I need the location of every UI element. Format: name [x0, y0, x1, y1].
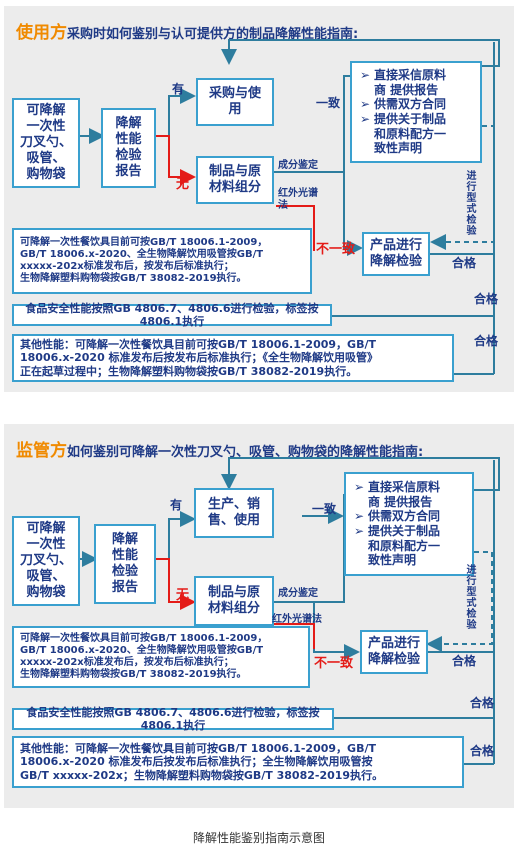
product-box: 可降解 一次性 刀叉勺、 吸管、 购物袋	[12, 98, 80, 188]
pass-label-2: 合格	[470, 696, 495, 710]
header-title: 如何鉴别可降解一次性刀叉勺、吸管、购物袋的降解性能指南:	[67, 445, 424, 460]
no-label: 无	[176, 177, 190, 192]
figure-caption: 降解性能鉴别指南示意图	[192, 831, 325, 845]
degradation-test-box: 产品进行 降解检验	[362, 232, 430, 276]
header-keyword: 使用方	[16, 23, 67, 43]
header-title: 采购时如何鉴别与认可提供方的制品降解性能指南:	[67, 27, 359, 42]
standards-note-box: 可降解一次性餐饮具目前可按GB/T 18006.1-2009， GB/T 180…	[12, 626, 310, 688]
inconsistent-label: 不一致	[316, 242, 356, 257]
component-id-label: 成分鉴定	[278, 160, 318, 171]
buyer-guide-panel: 使用方采购时如何鉴别与认可提供方的制品降解性能指南: 可降解 一次性 刀叉勺、 …	[4, 6, 514, 392]
composition-box: 制品与原 材料组分	[194, 576, 274, 626]
yes-label: 有	[172, 82, 185, 96]
option-item: ➢供需双方合同	[354, 509, 441, 524]
pass-label: 合格	[452, 256, 477, 270]
other-performance-box: 其他性能：可降解一次性餐饮具目前可按GB/T 18006.1-2009，GB/T…	[12, 736, 464, 788]
consistent-label: 一致	[316, 96, 341, 110]
pass-label-3: 合格	[474, 334, 499, 348]
pass-label-2: 合格	[474, 292, 499, 306]
option-item: ➢直接采信原料 商 提供报告	[360, 68, 447, 97]
component-id-label: 成分鉴定	[278, 588, 318, 599]
option-item: ➢直接采信原料 商 提供报告	[354, 480, 441, 509]
composition-box: 制品与原 材料组分	[196, 156, 274, 204]
panel-header: 监管方如何鉴别可降解一次性刀叉勺、吸管、购物袋的降解性能指南:	[16, 436, 423, 461]
consistent-label: 一致	[312, 502, 337, 516]
pass-label: 合格	[452, 654, 477, 668]
degradation-report-box: 降解 性能 检验 报告	[94, 524, 156, 604]
type-test-label: 进行型式检验	[464, 564, 475, 630]
product-box: 可降解 一次性 刀叉勺、 吸管、 购物袋	[12, 516, 80, 606]
panel-header: 使用方采购时如何鉴别与认可提供方的制品降解性能指南:	[16, 18, 358, 43]
option-item: ➢供需双方合同	[360, 97, 447, 112]
acceptance-options-box: ➢直接采信原料 商 提供报告 ➢供需双方合同 ➢提供关于制品 和原料配方一 致性…	[344, 472, 474, 576]
other-performance-box: 其他性能：可降解一次性餐饮具目前可按GB/T 18006.1-2009，GB/T…	[12, 334, 454, 382]
degradation-test-box: 产品进行 降解检验	[360, 630, 428, 674]
food-safety-box: 食品安全性能按照GB 4806.7、4806.6进行检验，标签按4806.1执行	[12, 706, 334, 732]
yes-label: 有	[170, 498, 183, 512]
inconsistent-label: 不一致	[314, 656, 354, 671]
production-sale-use-box: 生产、销 售、使用	[194, 488, 274, 538]
food-safety-box: 食品安全性能按照GB 4806.7、4806.6进行检验，标签按4806.1执行	[12, 302, 332, 328]
no-label: 无	[176, 588, 190, 603]
ir-method-label: 红外光谱法	[272, 614, 322, 625]
degradation-report-box: 降解 性能 检验 报告	[101, 108, 156, 188]
acceptance-options-list: ➢直接采信原料 商 提供报告 ➢供需双方合同 ➢提供关于制品 和原料配方一 致性…	[354, 480, 440, 568]
ir-method-label: 红外光谱 法	[278, 188, 318, 211]
flow-arrows	[79, 39, 500, 375]
regulator-guide-panel: 监管方如何鉴别可降解一次性刀叉勺、吸管、购物袋的降解性能指南: 可降解 一次性 …	[4, 424, 514, 808]
type-test-label: 进行型式检验	[464, 170, 475, 236]
standards-note-box: 可降解一次性餐饮具目前可按GB/T 18006.1-2009， GB/T 180…	[12, 228, 312, 294]
acceptance-options-list: ➢直接采信原料 商 提供报告 ➢供需双方合同 ➢提供关于制品 和原料配方一 致性…	[360, 68, 446, 156]
option-item: ➢提供关于制品 和原料配方一 致性声明	[354, 524, 441, 568]
acceptance-options-box: ➢直接采信原料 商 提供报告 ➢供需双方合同 ➢提供关于制品 和原料配方一 致性…	[350, 61, 482, 163]
pass-label-3: 合格	[470, 744, 495, 758]
option-item: ➢提供关于制品 和原料配方一 致性声明	[360, 112, 447, 156]
header-keyword: 监管方	[16, 441, 67, 461]
purchase-use-box: 采购与使 用	[196, 78, 274, 126]
